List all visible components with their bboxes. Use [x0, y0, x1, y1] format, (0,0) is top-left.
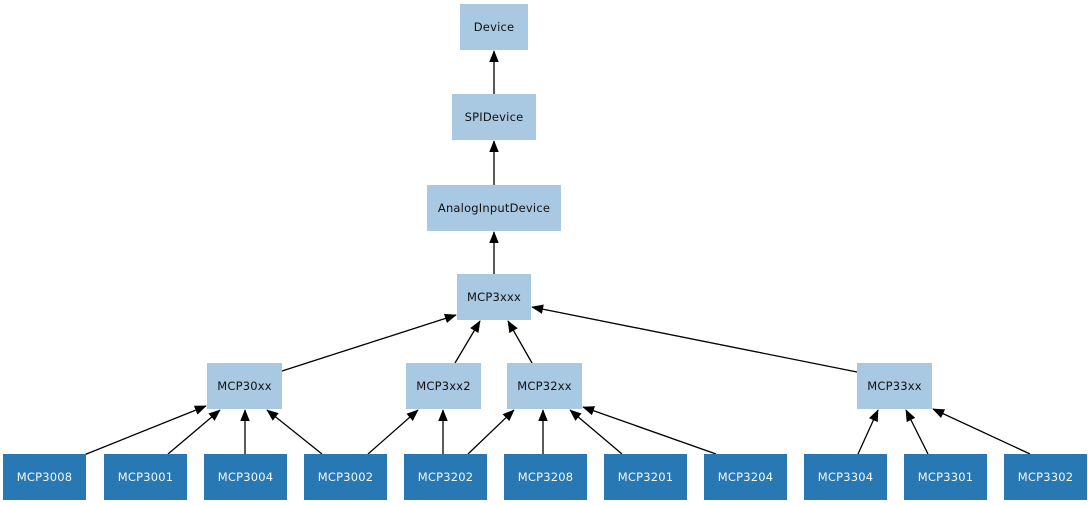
edge-mcp3001-to-mcp30xx	[167, 409, 221, 455]
class-node-label: MCP3208	[517, 470, 574, 484]
edge-mcp3202-to-mcp32xx	[467, 409, 515, 455]
class-node-label: MCP32xx	[517, 379, 572, 393]
class-node-mcp3201[interactable]: MCP3201	[604, 454, 687, 500]
class-node-mcp3001[interactable]: MCP3001	[104, 454, 187, 500]
class-node-spidevice[interactable]: SPIDevice	[452, 94, 536, 140]
class-node-label: Device	[473, 20, 515, 34]
edge-mcp32xx-to-mcp3xxx	[507, 320, 533, 364]
class-node-mcp3202[interactable]: MCP3202	[404, 454, 487, 500]
edge-mcp3304-to-mcp33xx	[857, 409, 879, 455]
class-node-mcp3xxx[interactable]: MCP3xxx	[457, 274, 531, 320]
class-node-mcp3304[interactable]: MCP3304	[804, 454, 887, 500]
class-node-mcp30xx[interactable]: MCP30xx	[207, 363, 282, 409]
class-node-label: MCP3302	[1017, 470, 1074, 484]
edge-mcp3201-to-mcp32xx	[569, 409, 623, 455]
edge-mcp3002-to-mcp3xx2	[367, 409, 419, 455]
class-node-label: MCP3201	[617, 470, 674, 484]
class-node-mcp3302[interactable]: MCP3302	[1004, 454, 1087, 500]
class-node-label: MCP3204	[717, 470, 774, 484]
class-node-label: MCP3304	[817, 470, 874, 484]
class-node-mcp3204[interactable]: MCP3204	[704, 454, 787, 500]
class-node-label: SPIDevice	[464, 110, 524, 124]
edge-mcp3301-to-mcp33xx	[905, 409, 929, 455]
class-node-mcp3002[interactable]: MCP3002	[304, 454, 387, 500]
class-node-label: MCP30xx	[217, 379, 272, 393]
edge-mcp3008-to-mcp30xx	[83, 405, 207, 456]
class-node-mcp3xx2[interactable]: MCP3xx2	[406, 363, 481, 409]
class-node-mcp32xx[interactable]: MCP32xx	[507, 363, 582, 409]
edge-mcp3xx2-to-mcp3xxx	[454, 320, 481, 364]
class-node-label: AnalogInputDevice	[437, 201, 551, 215]
class-node-label: MCP3004	[217, 470, 274, 484]
edge-mcp3002-to-mcp30xx	[266, 409, 323, 455]
class-node-mcp3008[interactable]: MCP3008	[3, 454, 86, 500]
class-node-label: MCP3301	[917, 470, 974, 484]
class-node-label: MCP3002	[317, 470, 374, 484]
edge-mcp3302-to-mcp33xx	[932, 408, 1031, 455]
class-node-device[interactable]: Device	[460, 4, 528, 50]
class-node-label: MCP3xx2	[416, 379, 471, 393]
edge-mcp3204-to-mcp32xx	[582, 406, 717, 455]
class-node-mcp3004[interactable]: MCP3004	[204, 454, 287, 500]
class-node-label: MCP3001	[117, 470, 174, 484]
class-node-label: MCP3202	[417, 470, 474, 484]
class-node-label: MCP3008	[16, 470, 73, 484]
class-node-mcp3301[interactable]: MCP3301	[904, 454, 987, 500]
class-node-mcp3208[interactable]: MCP3208	[504, 454, 587, 500]
class-node-label: MCP33xx	[867, 379, 922, 393]
class-node-analoginputdevice[interactable]: AnalogInputDevice	[427, 185, 561, 231]
class-node-mcp33xx[interactable]: MCP33xx	[857, 363, 932, 409]
class-node-label: MCP3xxx	[466, 290, 522, 304]
